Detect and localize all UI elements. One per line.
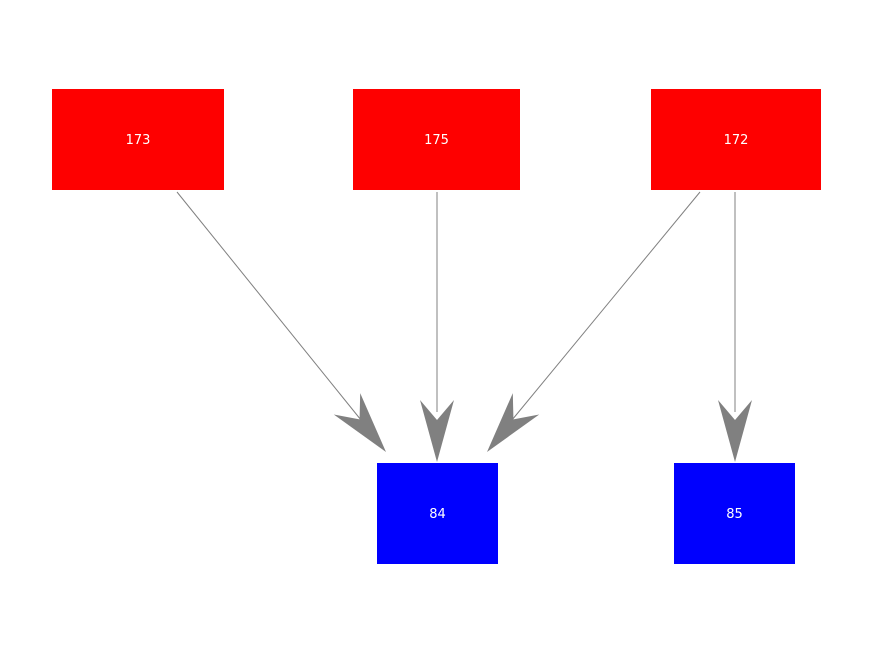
- node-173[interactable]: 173: [52, 89, 224, 190]
- node-rect[interactable]: [52, 89, 224, 190]
- edge-line: [176, 191, 362, 421]
- edge-173-to-84: [176, 191, 386, 452]
- arrow-head-icon: [718, 400, 752, 462]
- arrow-head-icon: [487, 393, 540, 452]
- arrow-head-icon: [333, 393, 386, 452]
- node-rect[interactable]: [353, 89, 520, 190]
- node-175[interactable]: 175: [353, 89, 520, 190]
- edge-172-to-84: [487, 191, 701, 452]
- node-172[interactable]: 172: [651, 89, 821, 190]
- node-rect[interactable]: [377, 463, 498, 564]
- node-84[interactable]: 84: [377, 463, 498, 564]
- arrow-head-icon: [420, 400, 454, 462]
- node-rect[interactable]: [651, 89, 821, 190]
- edges-layer: [176, 191, 752, 462]
- edge-line: [511, 191, 701, 421]
- node-rect[interactable]: [674, 463, 795, 564]
- edge-175-to-84: [420, 192, 454, 462]
- edge-172-to-85: [718, 192, 752, 462]
- node-85[interactable]: 85: [674, 463, 795, 564]
